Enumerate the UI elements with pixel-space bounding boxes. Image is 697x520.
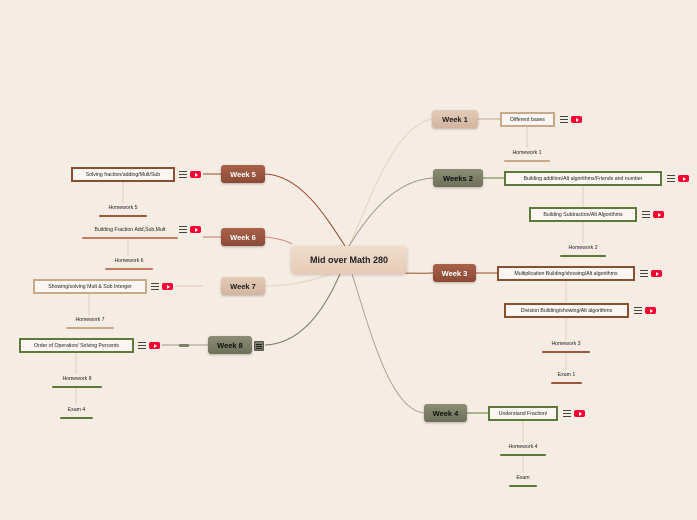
topic-building-addition[interactable]: Building addition/Alt algorithms/Friends… (504, 171, 662, 186)
topic-showing-integer[interactable]: Showing/solving Mult & Sub Interger (33, 279, 147, 294)
week-2-node[interactable]: Weeks 2 (433, 169, 483, 187)
collapse-handle[interactable] (179, 344, 189, 347)
notes-icon[interactable] (151, 283, 159, 290)
week-1-node[interactable]: Week 1 (432, 110, 478, 128)
homework-3[interactable]: Homework 3 (542, 341, 590, 353)
notes-icon[interactable] (634, 307, 642, 314)
exam-1[interactable]: Exam 1 (551, 372, 582, 384)
youtube-icon[interactable] (162, 283, 173, 290)
week-6-node[interactable]: Week 6 (221, 228, 265, 246)
youtube-icon[interactable] (571, 116, 582, 123)
homework-2[interactable]: Homework 2 (560, 245, 606, 257)
youtube-icon[interactable] (149, 342, 160, 349)
topic-division[interactable]: Division Building/showing/Alt algorithms (504, 303, 629, 318)
topic-different-bases[interactable]: Different bases (500, 112, 555, 127)
topic-solving-fraction[interactable]: Solving fraction/adding/Mult/Sub (71, 167, 175, 182)
notes-icon[interactable] (642, 211, 650, 218)
notes-icon[interactable] (138, 342, 146, 349)
topic-building-fraction[interactable]: Building Fraction Add,Sub,Mult (82, 227, 178, 239)
homework-1[interactable]: Homework 1 (504, 150, 550, 162)
youtube-icon[interactable] (678, 175, 689, 182)
central-topic[interactable]: Mid over Math 280 (291, 246, 407, 274)
exam-4[interactable]: Exam 4 (60, 407, 93, 419)
notes-icon[interactable] (179, 226, 187, 233)
notes-icon[interactable] (254, 341, 264, 351)
exam[interactable]: Exam (509, 475, 537, 487)
week-7-node[interactable]: Week 7 (221, 277, 265, 295)
week-4-node[interactable]: Week 4 (424, 404, 467, 422)
topic-multiplication[interactable]: Multiplication Building/showing/Alt algo… (497, 266, 635, 281)
topic-understand-fraction[interactable]: Understand Fraction/ (488, 406, 558, 421)
homework-5[interactable]: Homework 5 (99, 205, 147, 217)
homework-4[interactable]: Homework 4 (500, 444, 546, 456)
week-8-node[interactable]: Week 8 (208, 336, 252, 354)
notes-icon[interactable] (179, 171, 187, 178)
notes-icon[interactable] (640, 270, 648, 277)
week-5-node[interactable]: Week 5 (221, 165, 265, 183)
youtube-icon[interactable] (190, 171, 201, 178)
youtube-icon[interactable] (574, 410, 585, 417)
youtube-icon[interactable] (653, 211, 664, 218)
week-3-node[interactable]: Week 3 (433, 264, 476, 282)
topic-order-operation[interactable]: Order of Operation/ Solving Percents (19, 338, 134, 353)
homework-6[interactable]: Homework 6 (105, 258, 153, 270)
youtube-icon[interactable] (651, 270, 662, 277)
notes-icon[interactable] (667, 175, 675, 182)
homework-8[interactable]: Homework 8 (52, 376, 102, 388)
youtube-icon[interactable] (190, 226, 201, 233)
topic-building-subtraction[interactable]: Building Subtraction/Alt Algorithms (529, 207, 637, 222)
youtube-icon[interactable] (645, 307, 656, 314)
homework-7[interactable]: Homework 7 (66, 317, 114, 329)
notes-icon[interactable] (560, 116, 568, 123)
notes-icon[interactable] (563, 410, 571, 417)
